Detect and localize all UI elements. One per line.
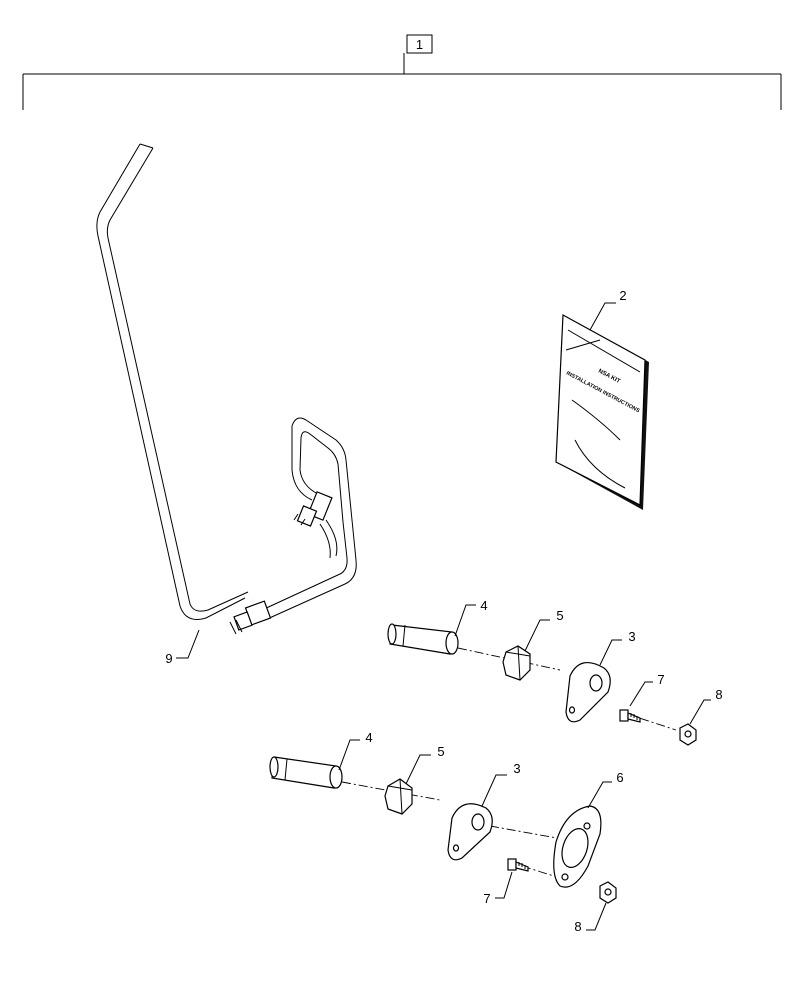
callout-3-top: 3 [628, 629, 635, 644]
callout-2: 2 [619, 288, 626, 303]
callout-6: 6 [616, 770, 623, 785]
hydraulic-tube: 9 [96, 143, 357, 666]
callout-8-bottom: 8 [574, 919, 581, 934]
callout-4-bottom: 4 [365, 730, 372, 745]
callout-9: 9 [165, 651, 172, 666]
assembly-bracket: 1 [22, 34, 782, 110]
callout-4-top: 4 [480, 598, 487, 613]
upper-fitting-set: 4 5 3 7 8 [387, 598, 723, 746]
callout-8-top: 8 [715, 687, 722, 702]
callout-5-top: 5 [556, 608, 563, 623]
lower-fitting-set: 4 5 3 6 7 8 [269, 730, 624, 934]
installation-manual: NSA KIT INSTALLATION INSTRUCTIONS 2 [555, 288, 649, 510]
callout-7-top: 7 [657, 672, 664, 687]
callout-1: 1 [416, 37, 423, 52]
callout-3-bottom: 3 [513, 761, 520, 776]
callout-5-bottom: 5 [437, 744, 444, 759]
callout-7-bottom: 7 [483, 891, 490, 906]
